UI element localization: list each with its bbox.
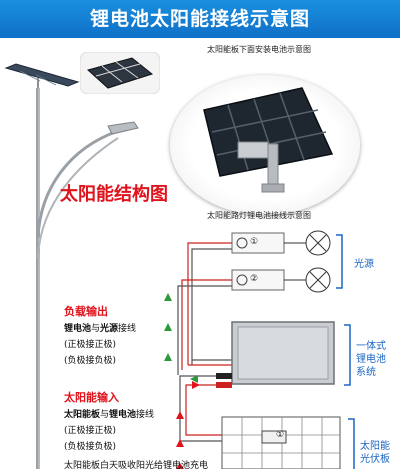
load-output-heading: 负载输出	[64, 305, 108, 318]
solar-input-line2: (正极接正极)	[64, 426, 117, 436]
battery-term: 锂电池	[64, 324, 92, 334]
solar-input-line3: (负极接负极)	[64, 442, 117, 452]
battery-system-label: 一体式 锂电池 系统	[356, 341, 386, 378]
and-word: 与	[100, 410, 110, 420]
wiring-diagram	[164, 230, 355, 469]
and-word: 与	[91, 324, 101, 334]
lamp-mark-2: ②	[250, 274, 259, 284]
streetlight-illustration	[4, 63, 139, 469]
solar-panel-label: 太阳能 光伏板	[360, 441, 390, 465]
solar-panel-image	[80, 52, 160, 94]
bottom-charge-text: 太阳能板白天吸收阳光给锂电池充电	[64, 461, 209, 471]
light-source-label: 光源	[354, 259, 374, 270]
panel-battery-image	[203, 87, 334, 193]
wiring-word: 接线	[118, 324, 137, 334]
solar-input-line1: 太阳能板与锂电池接线	[64, 407, 154, 420]
load-output-line1: 锂电池与光源接线	[64, 321, 136, 334]
panel-term: 太阳能板	[64, 410, 101, 420]
structure-label: 太阳能结构图	[60, 184, 168, 205]
load-output-line2: (正极接正极)	[64, 340, 117, 350]
wiring-caption: 太阳能路灯锂电池接线示意图	[207, 211, 311, 220]
panel-install-caption: 太阳能板下面安装电池示意图	[207, 45, 311, 54]
battery-term: 锂电池	[109, 410, 137, 420]
solar-input-heading: 太阳能输入	[64, 391, 119, 404]
light-term: 光源	[100, 324, 119, 334]
wiring-word: 接线	[136, 410, 155, 420]
load-output-line3: (负极接负极)	[64, 356, 117, 366]
lamp-mark-1: ①	[250, 237, 259, 247]
page-title: 锂电池太阳能接线示意图	[0, 0, 400, 38]
panel-mark: ①	[276, 430, 285, 440]
